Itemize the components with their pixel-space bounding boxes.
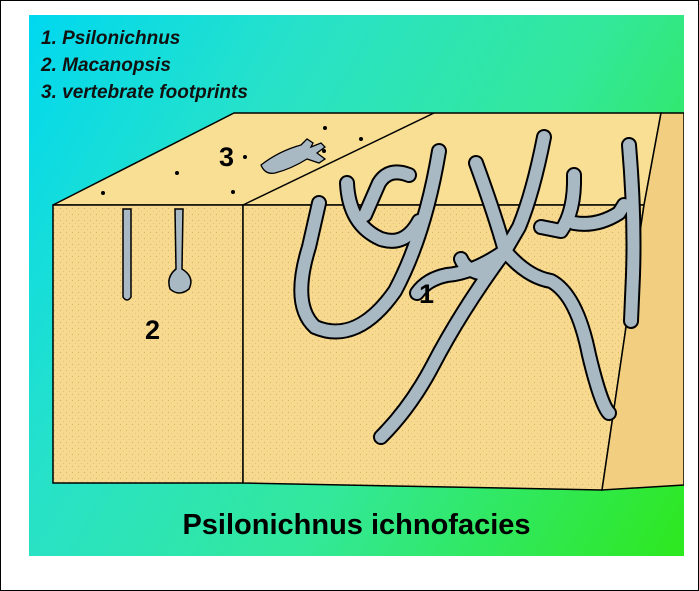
label-three: 3 xyxy=(219,142,234,172)
label-one: 1 xyxy=(419,279,434,309)
diagram-panel: 1. Psilonichnus 2. Macanopsis 3. vertebr… xyxy=(29,15,684,556)
sediment-block-diagram: 3 1 2 xyxy=(29,15,684,556)
label-two: 2 xyxy=(145,315,160,345)
diagram-title: Psilonichnus ichnofacies xyxy=(29,509,684,542)
